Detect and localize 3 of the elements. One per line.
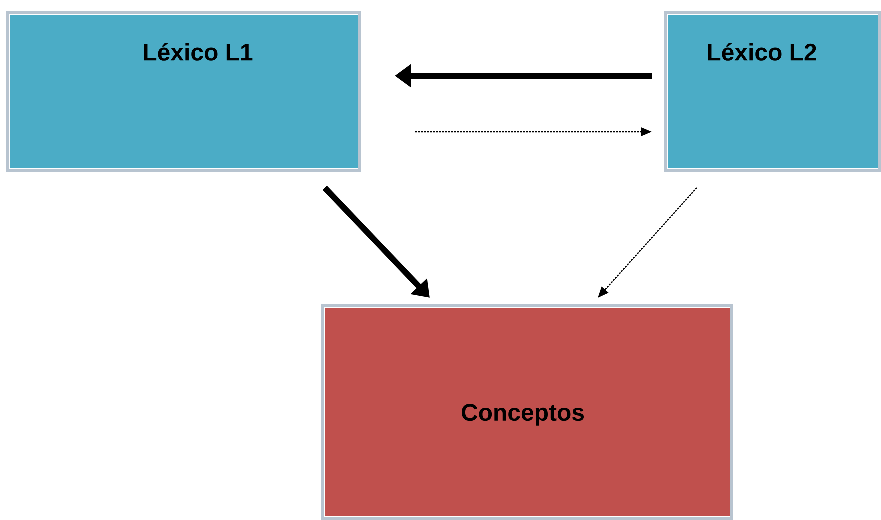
box: Léxico L2 [664, 11, 881, 172]
box: Léxico L1 [6, 11, 361, 172]
box: Conceptos [321, 304, 733, 520]
